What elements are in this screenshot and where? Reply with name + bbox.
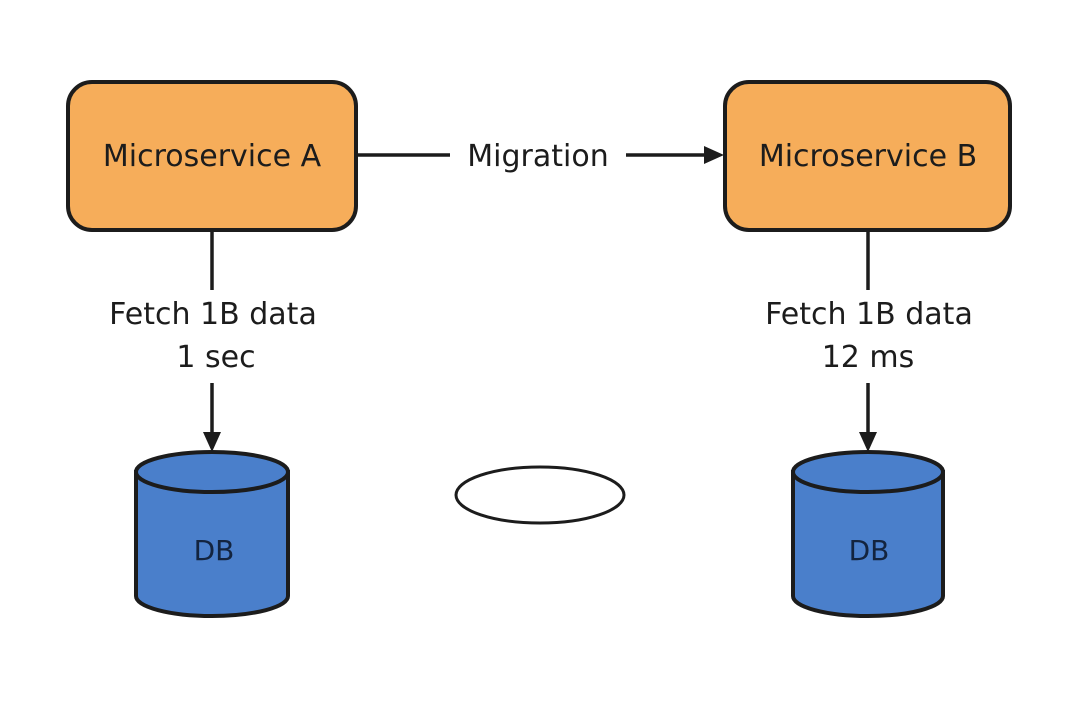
database-a-top: [134, 450, 290, 494]
microservice-b-node: Microservice B: [723, 80, 1012, 232]
fetch-a-arrowhead-icon: [203, 432, 221, 452]
fetch-a-label-line2: 1 sec: [176, 340, 255, 375]
migration-edge: Migration: [356, 139, 724, 174]
fetch-b-label-line2: 12 ms: [822, 340, 915, 375]
microservice-b-label: Microservice B: [759, 139, 977, 174]
database-a-cylinder-icon: [134, 470, 290, 618]
database-b-cylinder-icon: [791, 470, 945, 618]
empty-ellipse-shape: [454, 465, 626, 525]
migration-arrowhead-icon: [704, 146, 724, 164]
database-b-top: [791, 450, 945, 494]
database-a-label: DB: [194, 534, 235, 567]
migration-label: Migration: [467, 139, 608, 174]
fetch-edge-b: Fetch 1B data 12 ms: [765, 230, 973, 452]
fetch-b-label-line1: Fetch 1B data: [765, 297, 973, 332]
microservice-a-node: Microservice A: [66, 80, 358, 232]
fetch-b-arrowhead-icon: [859, 432, 877, 452]
database-b-label: DB: [849, 534, 890, 567]
microservice-a-label: Microservice A: [103, 139, 322, 174]
fetch-a-label-line1: Fetch 1B data: [109, 297, 317, 332]
fetch-edge-a: Fetch 1B data 1 sec: [109, 230, 317, 452]
database-b: DB: [791, 450, 945, 618]
database-a: DB: [134, 450, 290, 618]
